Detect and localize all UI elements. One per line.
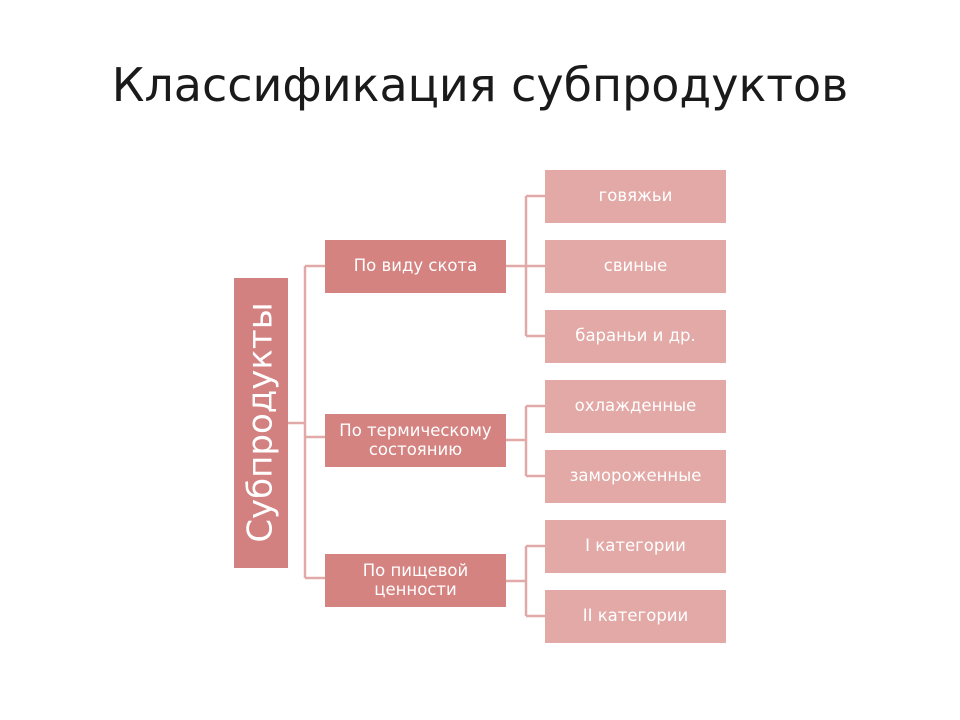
- leaf-node-category-1: I категории: [545, 520, 726, 573]
- leaf-node-label: I категории: [585, 536, 686, 556]
- leaf-node-category-2: II категории: [545, 590, 726, 643]
- leaf-node-mutton: бараньи и др.: [545, 310, 726, 363]
- leaf-node-chilled: охлажденные: [545, 380, 726, 433]
- group-node-label: По виду скота: [353, 256, 478, 276]
- leaf-node-label: говяжьи: [598, 186, 673, 206]
- slide-title: Классификация субпродуктов: [111, 58, 849, 112]
- root-node-label: Субпродукты: [240, 302, 281, 544]
- leaf-node-label: замороженные: [569, 466, 702, 486]
- leaf-node-label: свиные: [603, 256, 668, 276]
- group-node-by-livestock: По виду скота: [325, 240, 506, 293]
- connector-group-0: [506, 194, 545, 338]
- group-node-by-nutritional-value: По пищевой ценности: [325, 554, 506, 607]
- leaf-node-label: II категории: [582, 606, 689, 626]
- connector-root: [288, 264, 325, 580]
- group-node-label: По пищевой ценности: [362, 560, 469, 599]
- leaf-node-label: бараньи и др.: [575, 326, 696, 346]
- leaf-node-frozen: замороженные: [545, 450, 726, 503]
- connector-group-2: [506, 544, 545, 618]
- group-node-by-thermal-state: По термическому состоянию: [325, 414, 506, 467]
- leaf-node-pork: свиные: [545, 240, 726, 293]
- leaf-node-label: охлажденные: [574, 396, 697, 416]
- group-node-label: По термическому состоянию: [339, 420, 492, 459]
- leaf-node-beef: говяжьи: [545, 170, 726, 223]
- root-node: Субпродукты: [234, 278, 288, 568]
- connector-group-1: [506, 404, 545, 478]
